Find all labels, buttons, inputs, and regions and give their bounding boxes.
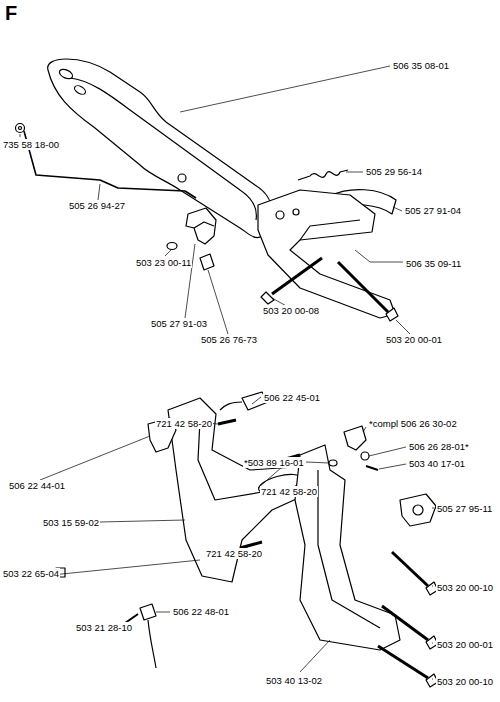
- drawing-stroke: [432, 679, 433, 680]
- drawing-stroke: [361, 452, 369, 460]
- part-number: 503 15 59-02: [42, 517, 100, 528]
- drawing-stroke: [40, 436, 150, 480]
- drawing-stroke: [156, 612, 170, 613]
- drawing-stroke: [396, 320, 410, 334]
- drawing-stroke: [258, 190, 395, 318]
- drawing-stroke: [379, 464, 406, 469]
- drawing-stroke: [432, 643, 433, 644]
- part-number: 503 21 28-10: [75, 622, 133, 633]
- part-number: 506 35 09-11: [405, 258, 462, 269]
- drawing-stroke: [276, 211, 284, 219]
- drawing-stroke: [20, 134, 21, 137]
- drawing-stroke: [148, 620, 156, 668]
- part-number: 506 26 28-01*: [408, 441, 470, 452]
- drawing-stroke: [194, 222, 214, 228]
- part-number: *compl 506 26 30-02: [368, 418, 458, 429]
- part-number: 503 40 13-02: [265, 675, 323, 686]
- drawing-stroke: [355, 250, 403, 262]
- drawing-stroke: [272, 258, 322, 294]
- drawing-stroke: [16, 124, 25, 133]
- drawing-stroke: [70, 78, 256, 220]
- drawing-stroke: [369, 447, 406, 456]
- drawing-stroke: [432, 586, 433, 587]
- part-number: 503 20 00-01: [385, 334, 443, 345]
- part-number: 506 22 44-01: [8, 480, 66, 491]
- drawing-stroke: [220, 402, 242, 410]
- drawing-stroke: [185, 244, 195, 318]
- part-number: 505 27 91-04: [404, 205, 462, 216]
- part-number: 505 27 91-03: [150, 318, 208, 329]
- drawing-stroke: [386, 308, 398, 321]
- part-number: 505 29 56-14: [365, 166, 423, 177]
- drawing-stroke: [180, 66, 390, 112]
- figure-letter: F: [5, 2, 17, 24]
- drawing-stroke: [318, 470, 380, 628]
- part-number: 721 42 58-20: [205, 548, 263, 559]
- drawing-stroke: [186, 208, 216, 244]
- drawing-stroke: [382, 606, 428, 640]
- drawing-stroke: [400, 494, 436, 526]
- part-number: 506 22 45-01: [263, 392, 321, 403]
- drawing-stroke: [218, 420, 236, 424]
- drawing-stroke: [178, 174, 186, 182]
- drawing-stroke: [140, 604, 156, 620]
- part-number: 503 40 17-01: [408, 458, 466, 469]
- part-number: 721 42 58-20: [260, 486, 318, 497]
- part-number: 505 26 94-27: [68, 200, 126, 211]
- drawing-stroke: [73, 84, 87, 96]
- drawing-stroke: [393, 207, 402, 211]
- drawing-stroke: [19, 127, 22, 130]
- part-number: 503 20 00-10: [436, 676, 494, 687]
- part-number: 506 35 08-01: [392, 60, 450, 71]
- leader-lines: [20, 66, 434, 679]
- drawing-stroke: [42, 560, 200, 576]
- drawing-stroke: [378, 646, 428, 678]
- drawing-stroke: [329, 460, 337, 466]
- drawing-stroke: [392, 552, 428, 586]
- part-number: 721 42 58-20: [155, 418, 213, 429]
- drawing-stroke: [295, 445, 400, 650]
- drawing-stroke: [366, 466, 378, 470]
- drawing-stroke: [100, 520, 185, 522]
- drawing-stroke: [165, 250, 171, 256]
- part-number: 503 20 00-01: [436, 639, 494, 650]
- part-number: 506 22 48-01: [172, 606, 230, 617]
- drawing-stroke: [208, 270, 228, 334]
- drawing-stroke: [344, 426, 366, 450]
- drawing-stroke: [167, 243, 177, 250]
- drawing-stroke: [300, 220, 360, 240]
- part-number: 503 20 00-10: [436, 582, 494, 593]
- upper-handle-group: [16, 59, 399, 321]
- drawing-stroke: [200, 254, 214, 270]
- lower-bracket-group: [56, 392, 438, 687]
- drawing-stroke: [363, 427, 366, 432]
- drawing-stroke: [338, 262, 388, 312]
- drawing-stroke: [346, 172, 363, 173]
- part-number: 505 26 76-73: [200, 334, 258, 345]
- part-number: 735 58 18-00: [2, 139, 60, 150]
- drawing-stroke: [58, 67, 74, 80]
- drawing-stroke: [98, 184, 100, 200]
- part-number: 503 20 00-08: [262, 305, 320, 316]
- drawing-stroke: [300, 640, 330, 672]
- part-number: 505 27 95-11: [436, 503, 493, 514]
- drawing-stroke: [306, 462, 329, 463]
- drawing-stroke: [252, 397, 261, 404]
- drawing-stroke: [413, 505, 423, 515]
- part-number: 503 23 00-11: [135, 257, 192, 268]
- drawing-stroke: [298, 170, 348, 180]
- part-number: 503 22 65-04: [2, 568, 60, 579]
- drawing-stroke: [432, 508, 434, 509]
- part-number: *503 89 16-01: [243, 457, 305, 468]
- drawing-stroke: [48, 59, 272, 238]
- drawing-stroke: [293, 209, 299, 215]
